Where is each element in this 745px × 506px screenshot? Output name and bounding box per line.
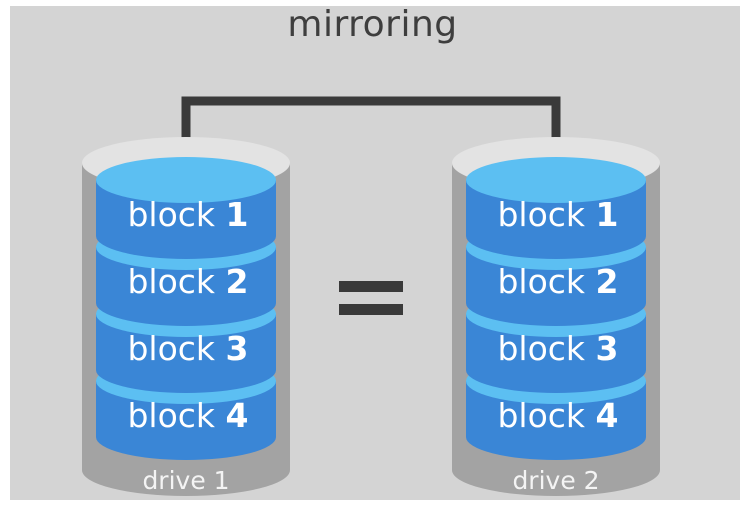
- block-number: 2: [596, 262, 619, 301]
- block-number: 3: [596, 329, 619, 368]
- block-label: block 3: [497, 329, 618, 368]
- block-number: 2: [226, 262, 249, 301]
- block-number: 3: [226, 329, 249, 368]
- block-label: block 2: [497, 262, 618, 301]
- block-word: block: [497, 396, 595, 435]
- block-number: 4: [596, 396, 619, 435]
- diagram-title: mirroring: [287, 4, 458, 45]
- block-disk-1: block 1: [96, 157, 276, 259]
- block-word: block: [497, 262, 595, 301]
- block-word: block: [127, 195, 225, 234]
- block-label: block 3: [127, 329, 248, 368]
- block-disk-top: [466, 157, 646, 203]
- equals-bar-bottom: [339, 304, 403, 315]
- equals-bar-top: [339, 281, 403, 292]
- block-disk-top: [96, 157, 276, 203]
- block-word: block: [127, 329, 225, 368]
- equals-sign: [339, 281, 403, 315]
- drive-label: drive 2: [512, 466, 599, 495]
- block-number: 1: [226, 195, 249, 234]
- block-word: block: [497, 195, 595, 234]
- block-word: block: [127, 262, 225, 301]
- block-number: 4: [226, 396, 249, 435]
- block-label: block 2: [127, 262, 248, 301]
- drive-label: drive 1: [142, 466, 229, 495]
- block-label: block 4: [497, 396, 618, 435]
- block-label: block 1: [497, 195, 618, 234]
- block-disk-1: block 1: [466, 157, 646, 259]
- block-label: block 4: [127, 396, 248, 435]
- block-number: 1: [596, 195, 619, 234]
- block-label: block 1: [127, 195, 248, 234]
- block-word: block: [497, 329, 595, 368]
- block-word: block: [127, 396, 225, 435]
